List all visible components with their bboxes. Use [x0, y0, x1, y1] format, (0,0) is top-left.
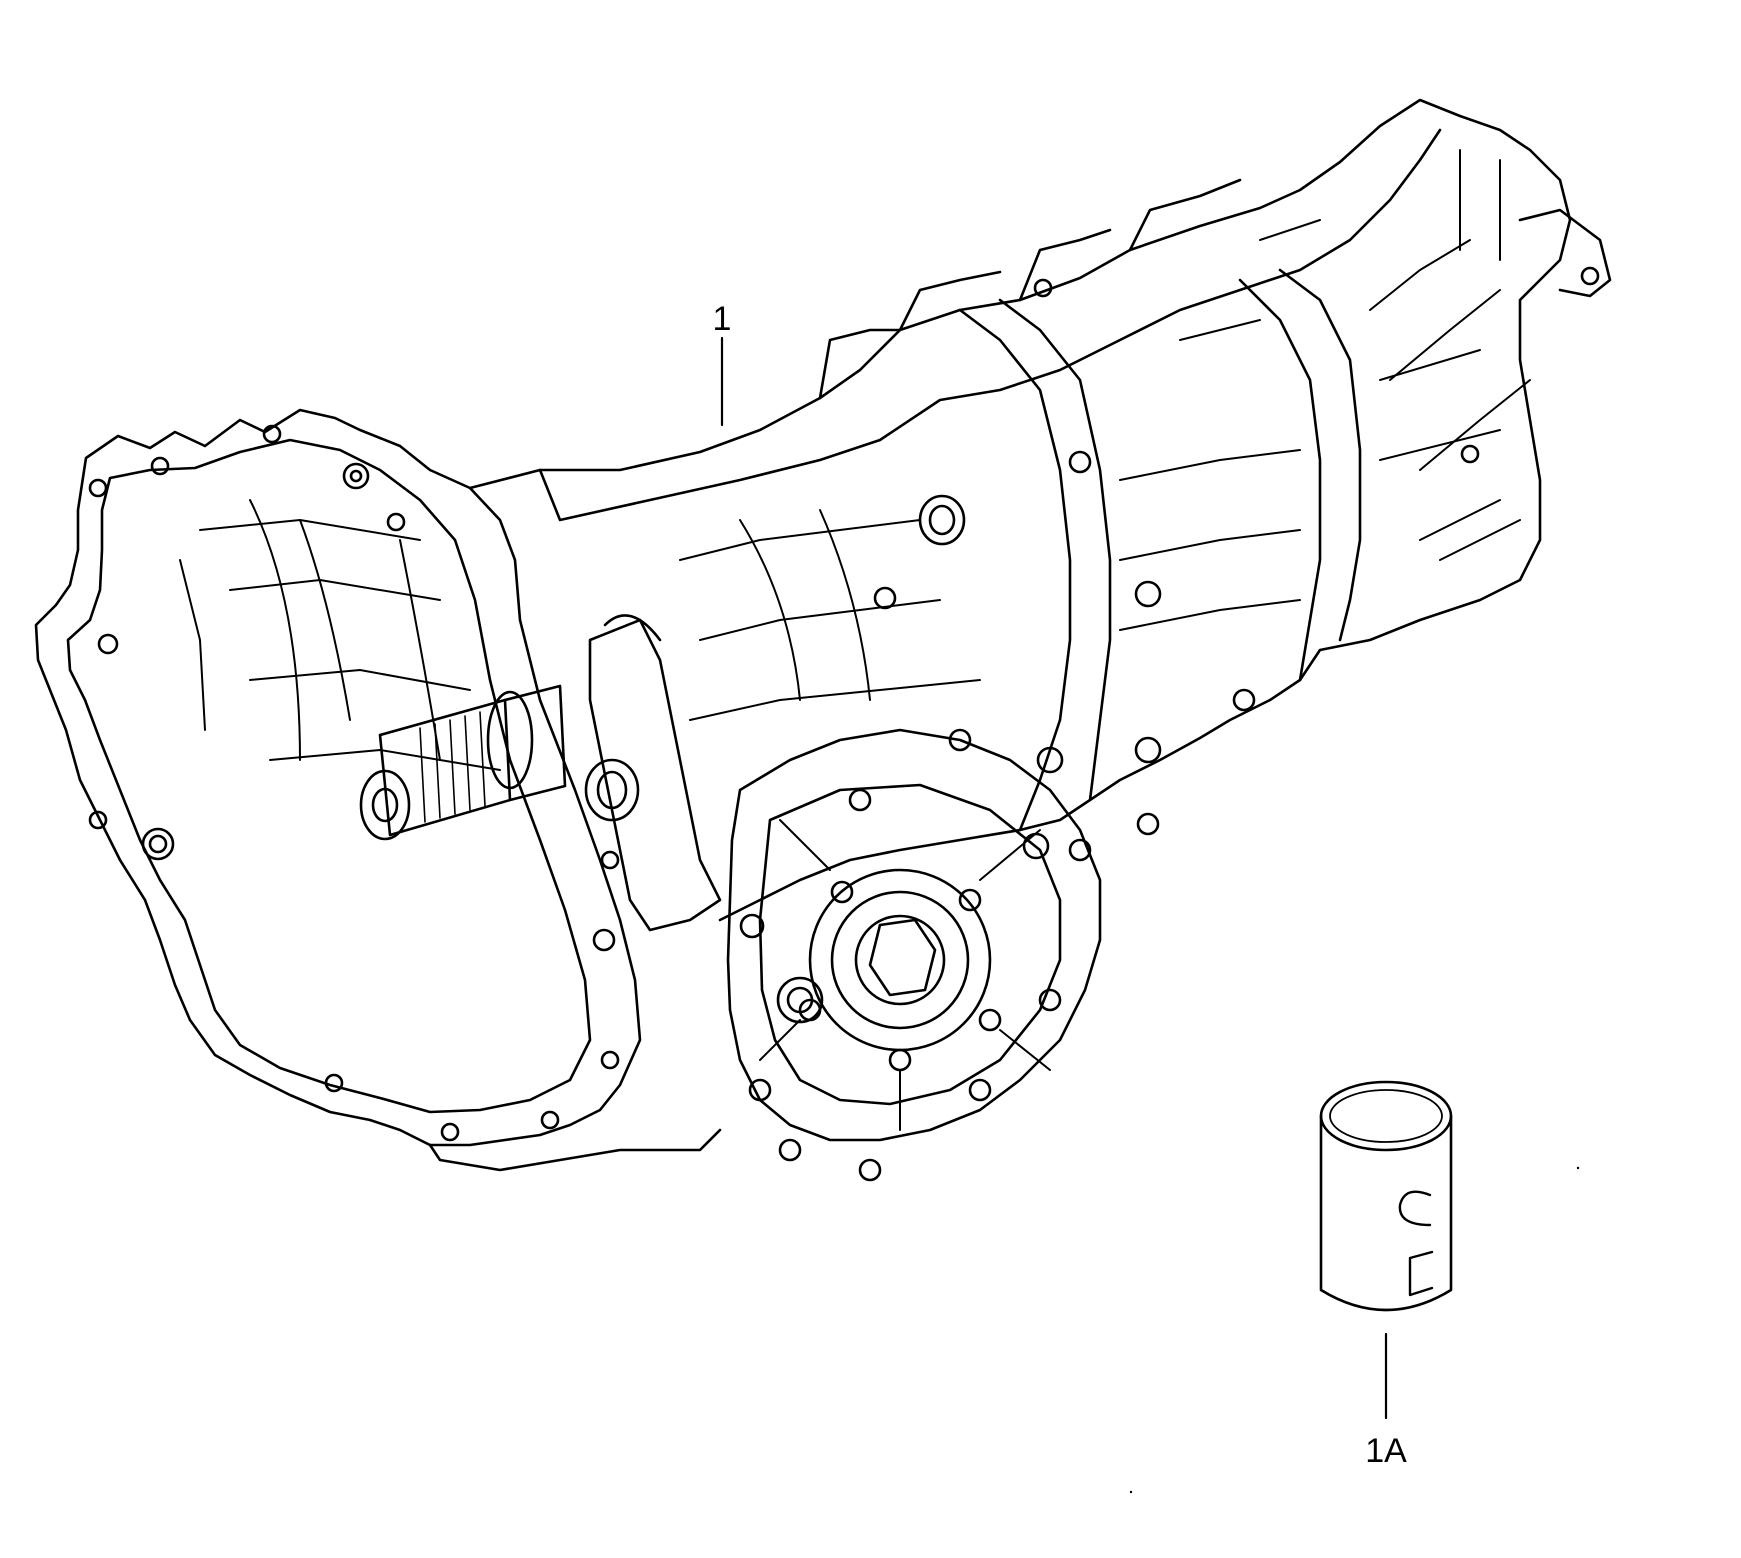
transmission-assembly-drawing[interactable]	[34, 98, 1612, 1182]
case-flange-band-2b	[1278, 268, 1362, 642]
main-case	[468, 98, 1572, 922]
case-flange-band-1	[958, 308, 1072, 832]
main-case-upper-lip	[818, 178, 1242, 400]
bell-housing-inner	[66, 438, 592, 1114]
case-flange-band-1b	[998, 298, 1112, 802]
callout-label-1[interactable]: 1	[713, 300, 732, 338]
main-case-top-ridge	[538, 128, 1442, 522]
bell-housing-flange	[34, 408, 642, 1147]
main-case-ribs	[679, 219, 1521, 721]
final-drive-cover	[726, 728, 1102, 1182]
release-lever	[584, 614, 722, 932]
bell-housing-ribs	[179, 499, 501, 771]
case-bottom-skirt	[428, 1128, 722, 1172]
case-flange-band-2	[1238, 278, 1322, 682]
bell-flange-bolts	[88, 424, 620, 1142]
oil-can-drawing[interactable]	[1319, 1080, 1453, 1312]
rear-housing-ribs	[1369, 149, 1531, 471]
input-shaft	[359, 684, 567, 841]
case-bosses	[873, 278, 1480, 860]
callout-label-1a[interactable]: 1A	[1365, 1432, 1407, 1470]
oil-can-label-mark	[1398, 1190, 1434, 1297]
rear-output-stub	[1518, 208, 1612, 298]
scan-speckles	[1129, 1166, 1580, 1494]
